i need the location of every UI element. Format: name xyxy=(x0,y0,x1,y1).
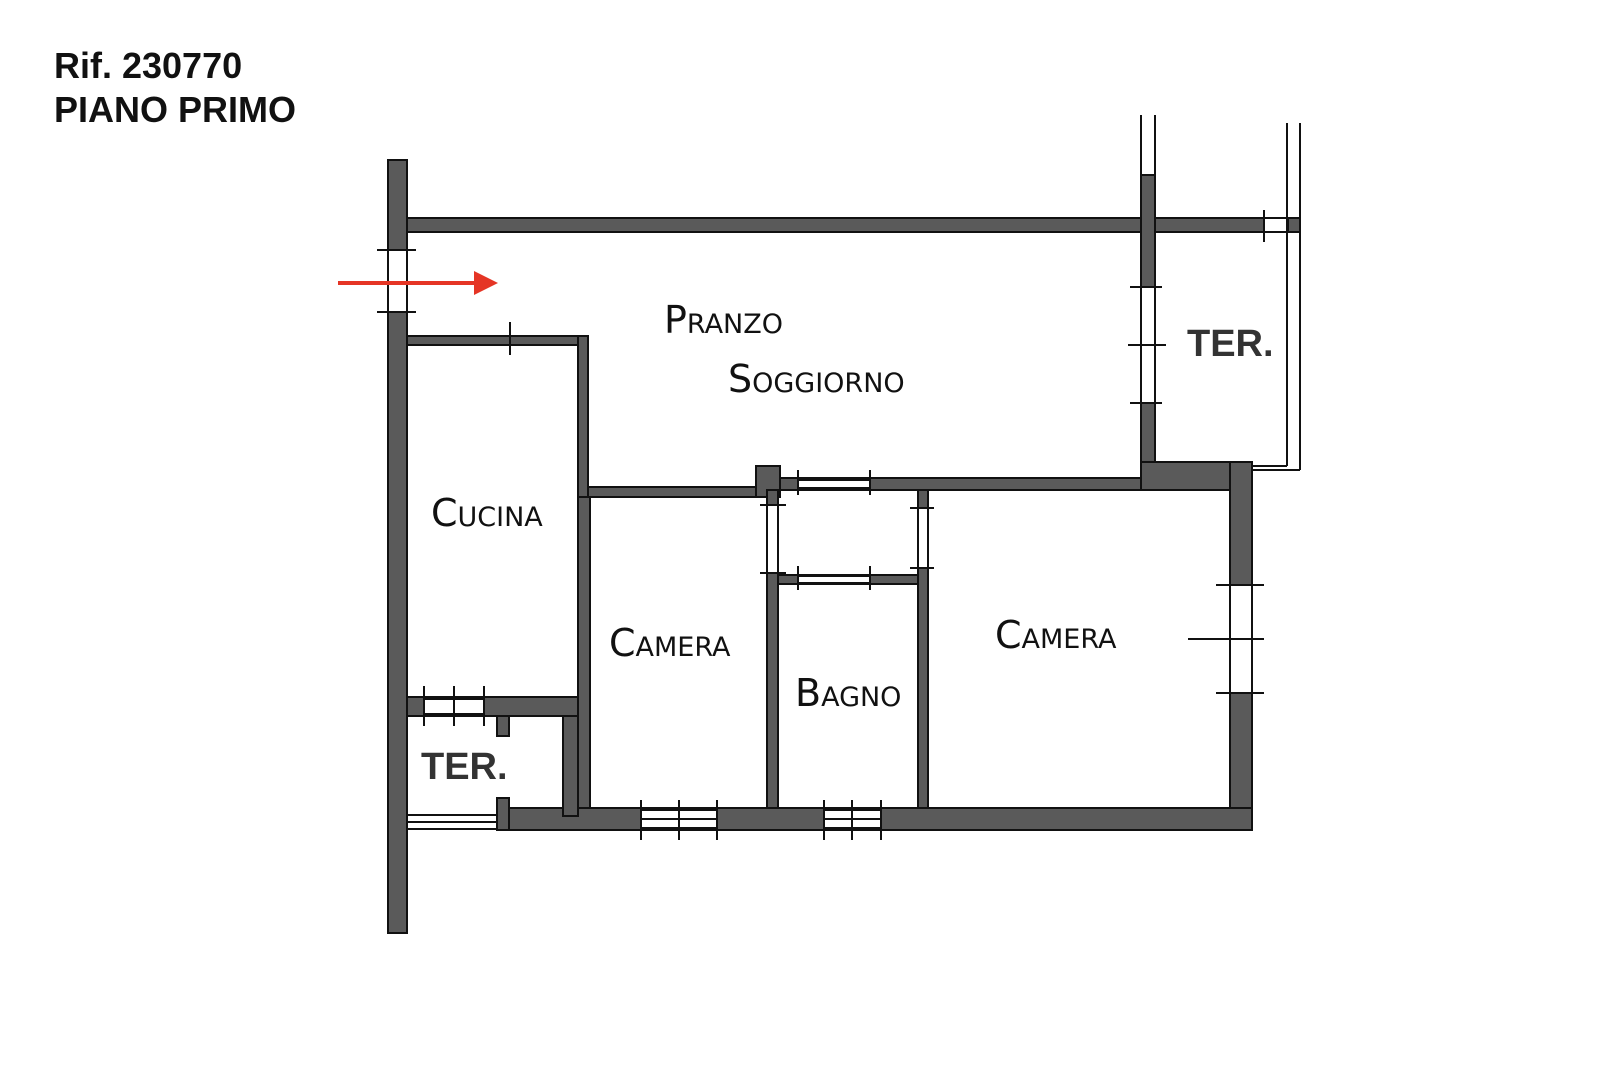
room-label-camera-2: Camera xyxy=(995,613,1117,657)
room-label-cucina: Cucina xyxy=(431,491,543,535)
floor-label: PIANO PRIMO xyxy=(54,89,297,130)
room-label-terrace-2: TER. xyxy=(421,746,508,788)
entrance-arrow-icon xyxy=(338,271,498,295)
room-label-soggiorno: Soggiorno xyxy=(728,357,905,401)
wall-top xyxy=(406,217,1301,233)
wall-left xyxy=(387,159,408,934)
room-label-camera-1: Camera xyxy=(609,621,731,665)
reference-number: Rif. 230770 xyxy=(54,45,243,86)
room-label-terrace-1: TER. xyxy=(1187,323,1274,365)
room-label-bagno: Bagno xyxy=(795,671,901,715)
room-label-pranzo: Pranzo xyxy=(664,298,783,342)
